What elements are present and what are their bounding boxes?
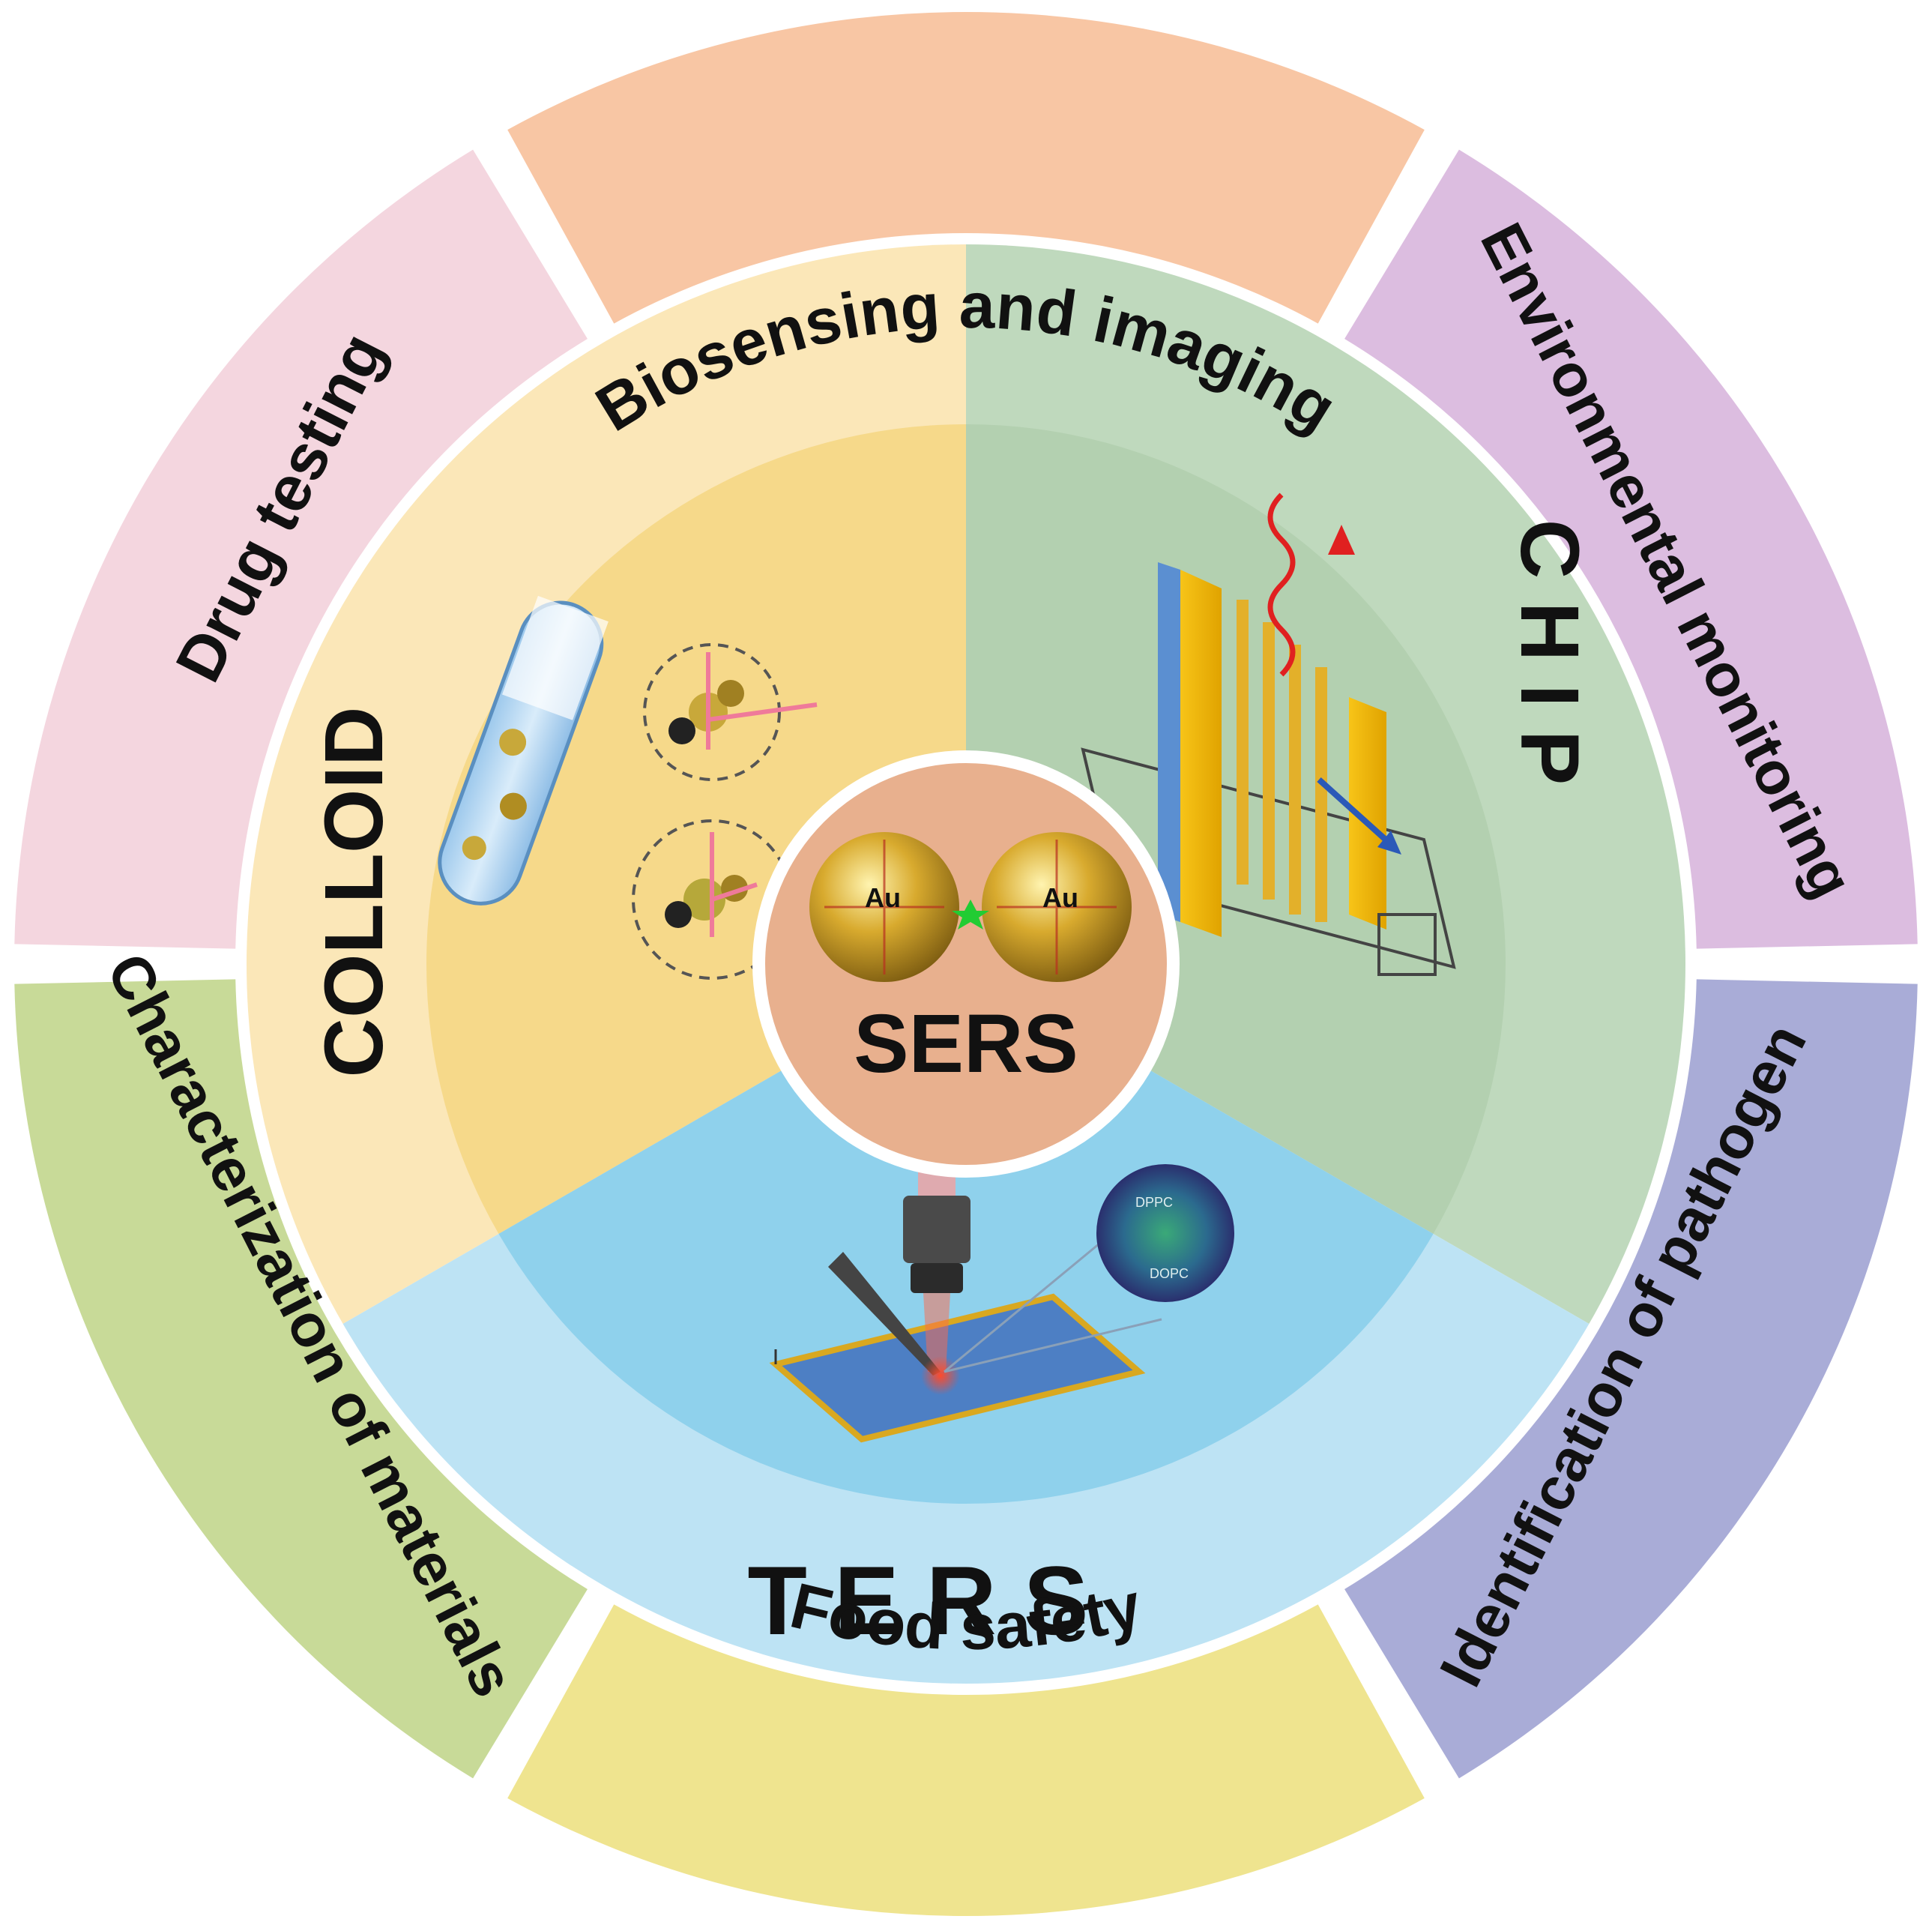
app-segment-materials — [14, 979, 588, 1779]
map-label-dppc: DPPC — [1135, 1195, 1173, 1210]
map-label-dopc: DOPC — [1150, 1266, 1189, 1281]
ters-illustration: DPPC DOPC — [769, 1154, 1234, 1443]
gold-particle-label-left: Au — [865, 882, 901, 913]
app-segment-biosensing — [507, 11, 1425, 324]
ters-label: T E R S — [747, 1546, 1088, 1655]
ters-label-text: T E R S — [747, 1546, 1088, 1655]
app-segment-food — [507, 1604, 1425, 1916]
app-segment-pathogen — [1344, 979, 1918, 1779]
app-segment-drug — [14, 149, 588, 949]
test-tube-icon — [438, 595, 609, 906]
ters-map: DPPC DOPC — [1096, 1164, 1234, 1302]
center-sers: Au Au SERS — [752, 750, 1180, 1178]
application-ring — [14, 11, 1918, 1916]
objective-lens-icon — [903, 1154, 970, 1372]
ters-tip-icon — [828, 1252, 941, 1376]
colloid-label: COLLOID — [308, 707, 400, 1078]
chip-device-icon — [1081, 492, 1456, 976]
gold-particle-label-right: Au — [1042, 882, 1078, 913]
app-segment-environmental — [1344, 149, 1918, 949]
chip-label: C H I P — [1503, 519, 1596, 786]
center-title: SERS — [854, 998, 1078, 1090]
